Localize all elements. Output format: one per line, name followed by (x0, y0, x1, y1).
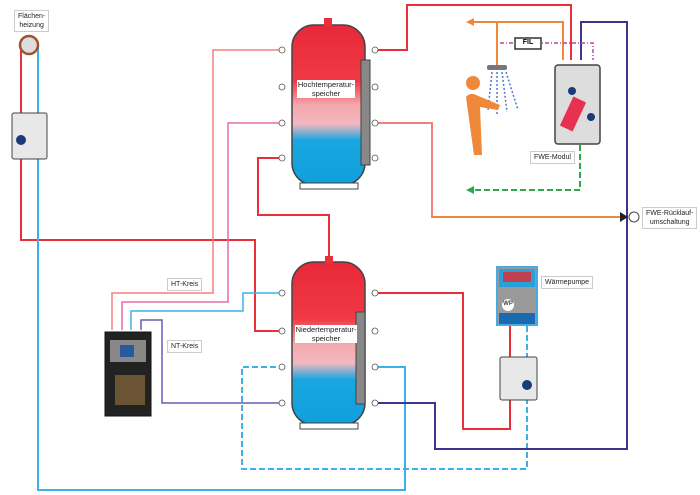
cold-water-pipe (470, 145, 581, 191)
water-spray-icon (487, 71, 519, 115)
heat-pump-supply-pipe (372, 292, 511, 430)
fwe-supply-pipe (372, 4, 572, 60)
nt-circuit-supply-pipe (130, 292, 285, 330)
floor-heating-icon (18, 34, 40, 56)
label-flaechenheizung: Flächen- heizung (14, 10, 50, 32)
ht-circuit-return-pipe (121, 122, 285, 330)
heat-pump-return-dashed-pipe (241, 325, 528, 470)
hot-water-pipe (470, 21, 564, 65)
label-ht-kreis: HT-Kreis (167, 278, 203, 291)
three-way-valve-icon (620, 212, 628, 222)
floor-heating-station (11, 112, 48, 160)
label-fwe-ruecklauf: FWE-Rücklauf- umschaltung (642, 207, 698, 229)
hot-water-outlet-arrow (466, 18, 474, 26)
ht-circuit-supply-pipe (111, 49, 285, 330)
label-waermepumpe: Wärmepumpe (541, 276, 593, 289)
ht-storage-tank (291, 18, 371, 190)
tank-port-valves (278, 46, 379, 407)
label-nt-speicher: Niedertemperatur- speicher (295, 325, 357, 343)
filter-box (514, 37, 542, 50)
fwe-pump-icon (568, 87, 576, 95)
label-nt-kreis: NT-Kreis (167, 340, 203, 353)
wp-label: WP (503, 301, 513, 307)
label-ht-speicher: Hochtemperatur- speicher (297, 80, 355, 98)
label-fwe-modul: FWE-Modul (530, 151, 575, 164)
ht-nt-connection-pipe (257, 157, 330, 258)
cold-water-inlet-arrow (466, 186, 474, 194)
circulation-pipe (500, 42, 594, 60)
person-icon (466, 76, 500, 155)
motor-icon (628, 211, 640, 223)
pump-icon (16, 135, 26, 145)
filter-label: FIL (522, 39, 534, 46)
fwe-return-pipe (372, 21, 628, 450)
floor-heating-return-pipe (37, 45, 406, 491)
heat-pump-pump-icon (522, 380, 532, 390)
heat-exchanger-icon (559, 96, 587, 132)
heat-pump-station (499, 356, 538, 401)
nt-storage-tank (291, 256, 366, 430)
shower-head-icon (487, 65, 507, 70)
floor-heating-supply-pipe (20, 45, 285, 332)
nt-circuit-return-pipe (140, 319, 285, 404)
